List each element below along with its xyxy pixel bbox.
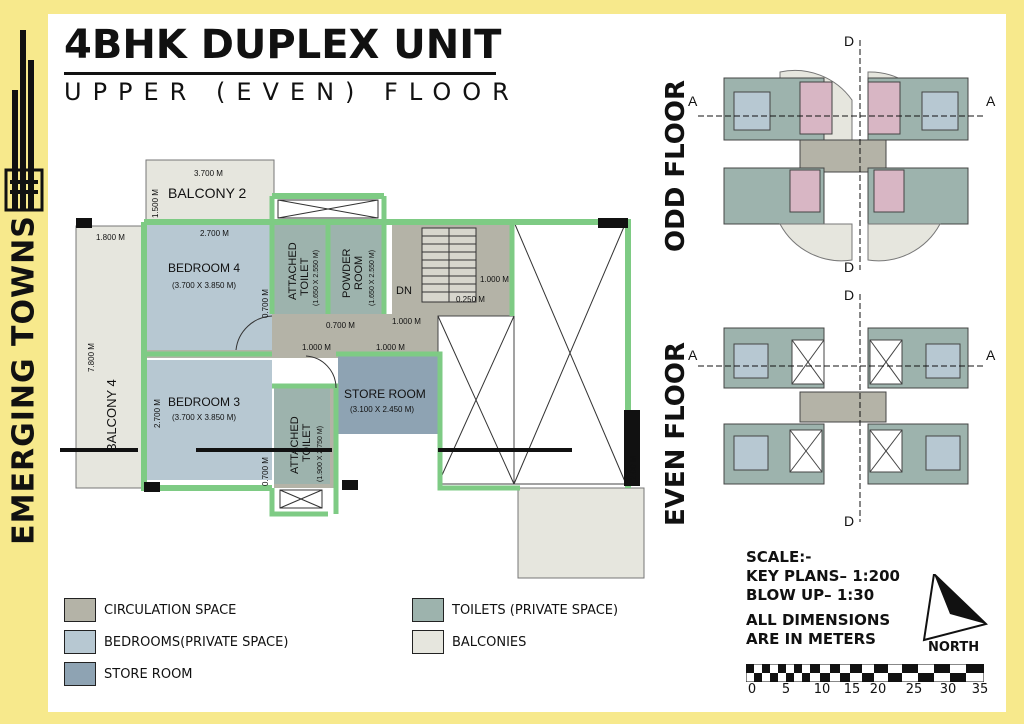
powder-room-label-a: POWDER (341, 248, 353, 298)
toilet-lower-size: (1.900 X 2.750 M) (317, 426, 324, 482)
bedroom-3-depth: 2.700 M (153, 399, 162, 428)
balcony-2 (145, 159, 275, 221)
dim-0250: 0.250 M (456, 295, 485, 304)
balcony-4-width: 1.800 M (96, 233, 125, 242)
section-d-odd-top: D (844, 33, 854, 49)
section-a-even-left: A (688, 347, 698, 363)
toilet-upper-label-a: ATTACHED (287, 242, 299, 300)
bedroom-3-size: (3.700 X 3.850 M) (172, 413, 236, 422)
dim-200: 2.00 M (629, 455, 638, 480)
scale-tick: 30 (939, 682, 957, 697)
stair-down-label: DN (396, 285, 412, 297)
scale-tick: 25 (905, 682, 923, 697)
legend-swatch-store (64, 662, 96, 686)
bedroom-4-width: 2.700 M (200, 229, 229, 238)
scale-tick: 5 (781, 682, 791, 697)
section-d-even-bottom: D (844, 513, 854, 529)
even-floor-label: EVEN FLOOR (661, 341, 691, 527)
bedroom-4 (146, 224, 272, 350)
bedroom-4-label: BEDROOM 4 (168, 261, 240, 275)
store-room (338, 356, 438, 434)
balcony-2-depth: 1.500 M (151, 189, 160, 218)
legend-item-toilets: TOILETS (PRIVATE SPACE) (412, 598, 618, 622)
dim-0700-c: 0.700 M (261, 457, 270, 486)
page-subtitle: UPPER (EVEN) FLOOR (64, 78, 520, 106)
toilet-lower-label-b: TOILET (301, 423, 313, 462)
legend-swatch-circulation (64, 598, 96, 622)
bedroom-3 (146, 360, 272, 480)
dim-1000-b: 1.000 M (302, 343, 331, 352)
legend-swatch-balconies (412, 630, 444, 654)
legend-swatch-bedrooms (64, 630, 96, 654)
scale-notes: SCALE:- KEY PLANS– 1:200 BLOW UP– 1:30 A… (746, 548, 900, 649)
toilet-upper-label-b: TOILET (299, 257, 311, 296)
bedroom-3-label: BEDROOM 3 (168, 395, 240, 409)
balcony-4-label: BALCONY 4 (104, 379, 119, 452)
scale-key-plans: KEY PLANS– 1:200 (746, 567, 900, 585)
attached-toilet-upper (274, 224, 326, 314)
legend-item-balconies: BALCONIES (412, 630, 526, 654)
scale-tick: 15 (843, 682, 861, 697)
odd-floor-key-plan (698, 40, 984, 270)
legend: CIRCULATION SPACE BEDROOMS(PRIVATE SPACE… (64, 596, 684, 696)
legend-item-bedrooms: BEDROOMS(PRIVATE SPACE) (64, 630, 288, 654)
powder-room-label-b: ROOM (353, 256, 365, 290)
store-room-label: STORE ROOM (344, 387, 426, 401)
title-underline (64, 72, 496, 75)
legend-label: BEDROOMS(PRIVATE SPACE) (104, 634, 289, 650)
balcony-2-width: 3.700 M (194, 169, 223, 178)
toilet-lower-label-a: ATTACHED (289, 416, 301, 474)
brand-strip: EMERGING TOWNS (0, 0, 48, 724)
scale-bar (746, 664, 984, 682)
section-d-even-top: D (844, 287, 854, 303)
balcony-2-label: BALCONY 2 (168, 185, 247, 201)
legend-item-store: STORE ROOM (64, 662, 193, 686)
page-title: 4BHK DUPLEX UNIT (64, 22, 502, 68)
scale-note-1: ALL DIMENSIONS (746, 611, 891, 629)
toilet-upper-size: (1.650 X 2.550 M) (313, 250, 320, 306)
powder-room-size: (1.650 X 2.550 M) (369, 250, 376, 306)
dim-1000-c: 1.000 M (376, 343, 405, 352)
north-label: NORTH (928, 640, 980, 655)
scale-tick: 20 (869, 682, 887, 697)
section-a-even-right: A (986, 347, 996, 363)
legend-item-circulation: CIRCULATION SPACE (64, 598, 236, 622)
dim-1000-a: 1.000 M (392, 317, 421, 326)
scale-tick: 0 (747, 682, 757, 697)
attached-toilet-lower (274, 388, 330, 484)
powder-room (330, 224, 382, 314)
balcony-4-depth: 7.800 M (87, 343, 96, 372)
bedroom-4-size: (3.700 X 3.850 M) (172, 281, 236, 290)
scale-note-2: ARE IN METERS (746, 630, 876, 648)
scale-blow-up: BLOW UP– 1:30 (746, 586, 875, 604)
odd-floor-label: ODD FLOOR (661, 80, 691, 252)
section-d-odd-bottom: D (844, 259, 854, 275)
scale-tick: 10 (813, 682, 831, 697)
legend-label: STORE ROOM (104, 666, 193, 682)
section-a-odd-left: A (688, 93, 698, 109)
section-a-odd-right: A (986, 93, 996, 109)
legend-label: CIRCULATION SPACE (104, 602, 237, 618)
even-floor-key-plan (698, 294, 984, 522)
scale-ticks: 0 5 10 15 20 25 30 35 (746, 682, 996, 698)
north-arrow-icon (922, 574, 988, 642)
dim-1000-d: 1.000 M (480, 275, 509, 284)
store-room-size: (3.100 X 2.450 M) (350, 405, 414, 414)
scale-tick: 35 (971, 682, 989, 697)
dim-0700-a: 0.700 M (261, 289, 270, 318)
scale-heading: SCALE:- (746, 548, 812, 566)
legend-label: TOILETS (PRIVATE SPACE) (452, 602, 619, 618)
building-logo-icon (4, 30, 44, 212)
balcony-4 (75, 225, 145, 489)
dim-0700-b: 0.700 M (326, 321, 355, 330)
legend-swatch-toilets (412, 598, 444, 622)
legend-label: BALCONIES (452, 634, 527, 650)
